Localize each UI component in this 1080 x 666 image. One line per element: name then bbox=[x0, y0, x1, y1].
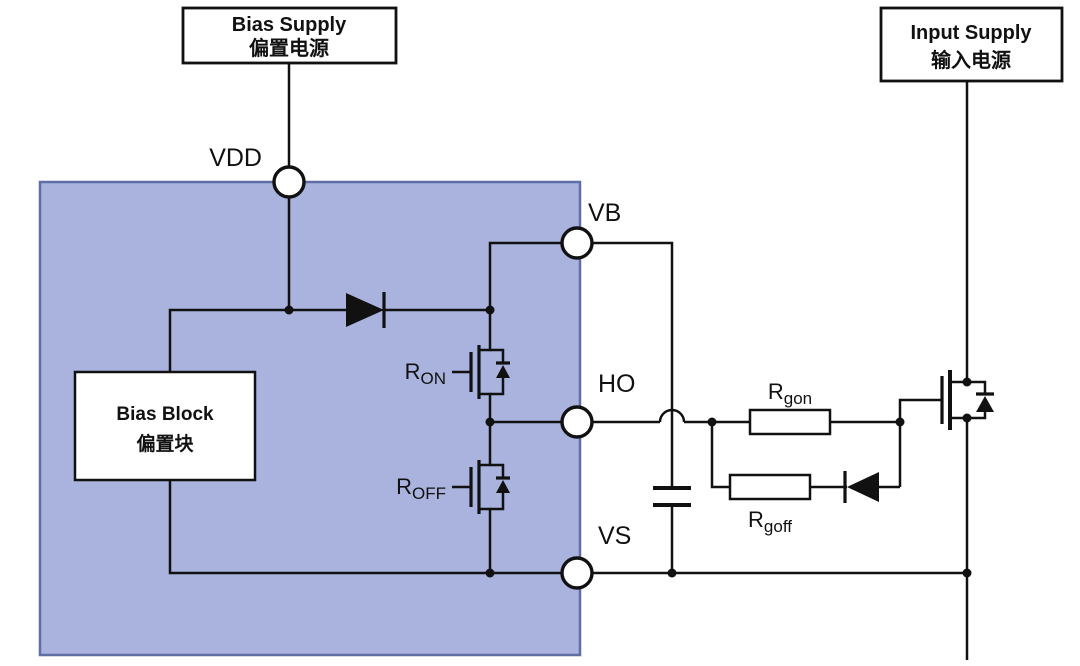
junction-dot bbox=[485, 417, 495, 427]
rgon-resistor bbox=[748, 408, 832, 436]
ron-body-diode-top-wire bbox=[490, 348, 505, 363]
vs-terminal bbox=[560, 556, 594, 590]
bias-supply-box bbox=[181, 6, 398, 65]
junction-dot bbox=[962, 568, 972, 578]
junction-dot bbox=[667, 568, 677, 578]
ho-terminal bbox=[560, 405, 594, 439]
power-mosfet-source-wire bbox=[950, 416, 969, 660]
junction-dot bbox=[962, 413, 972, 423]
roff-body-diode-bottom-wire bbox=[490, 493, 505, 511]
junction-dot bbox=[895, 417, 905, 427]
vb-pin-label: VB bbox=[588, 199, 621, 227]
rgoff-diode-triangle bbox=[847, 472, 879, 502]
junction-dot bbox=[284, 305, 294, 315]
bootstrap-diode bbox=[346, 292, 386, 328]
roff-mosfet-symbol bbox=[452, 422, 510, 573]
ho-wire-hop bbox=[658, 408, 686, 423]
bias-block-title-zh: 偏置块 bbox=[136, 432, 194, 455]
bias-block-title-en: Bias Block bbox=[116, 404, 214, 425]
junction-dot bbox=[485, 305, 495, 315]
bias-block-box bbox=[73, 370, 257, 482]
gate-wire bbox=[898, 398, 942, 487]
bias-supply-title-en: Bias Supply bbox=[232, 14, 347, 36]
power-mosfet-body-diode-top-wire bbox=[967, 380, 987, 394]
power-mosfet-body-diode-triangle bbox=[976, 396, 994, 412]
ron-body-diode-triangle bbox=[496, 365, 510, 378]
ron-body-diode-bottom-wire bbox=[490, 378, 505, 396]
junction-dot bbox=[962, 377, 972, 387]
vb-branch-wire bbox=[488, 241, 562, 310]
power-mosfet-drain-wire bbox=[950, 82, 969, 384]
rgoff-label: Rgoff bbox=[748, 507, 792, 536]
bias-block-to-vs-wire bbox=[168, 480, 562, 575]
junction-dots bbox=[284, 305, 972, 578]
vdd-to-bias-block-wire bbox=[168, 308, 289, 372]
rgon-label: Rgon bbox=[768, 379, 812, 408]
junction-dot bbox=[707, 417, 717, 427]
ron-mosfet-symbol bbox=[452, 310, 510, 422]
wires bbox=[168, 63, 967, 575]
rgoff-resistor bbox=[728, 473, 812, 501]
rgoff-diode bbox=[843, 471, 879, 503]
bootstrap-capacitor bbox=[653, 486, 691, 507]
vb-terminal bbox=[560, 226, 594, 260]
vdd-terminal bbox=[272, 165, 306, 199]
vs-pin-label: VS bbox=[598, 522, 631, 550]
bias-supply-title-zh: 偏置电源 bbox=[249, 36, 329, 60]
ho-pin-label: HO bbox=[598, 370, 636, 398]
roff-label: ROFF bbox=[396, 474, 446, 503]
input-supply-box bbox=[879, 6, 1064, 83]
roff-body-diode-top-wire bbox=[490, 463, 505, 478]
input-supply-title-en: Input Supply bbox=[910, 22, 1032, 44]
input-supply-title-zh: 输入电源 bbox=[931, 48, 1011, 72]
vb-to-capacitor-wire bbox=[592, 241, 674, 488]
ron-label: RON bbox=[405, 359, 446, 388]
rgoff-branch-wire bbox=[710, 422, 730, 489]
junction-dot bbox=[485, 568, 495, 578]
power-mosfet-body-diode-bottom-wire bbox=[967, 412, 987, 420]
roff-body-diode-triangle bbox=[496, 480, 510, 493]
bootstrap-diode-triangle bbox=[346, 293, 384, 327]
vdd-pin-label: VDD bbox=[209, 144, 262, 172]
